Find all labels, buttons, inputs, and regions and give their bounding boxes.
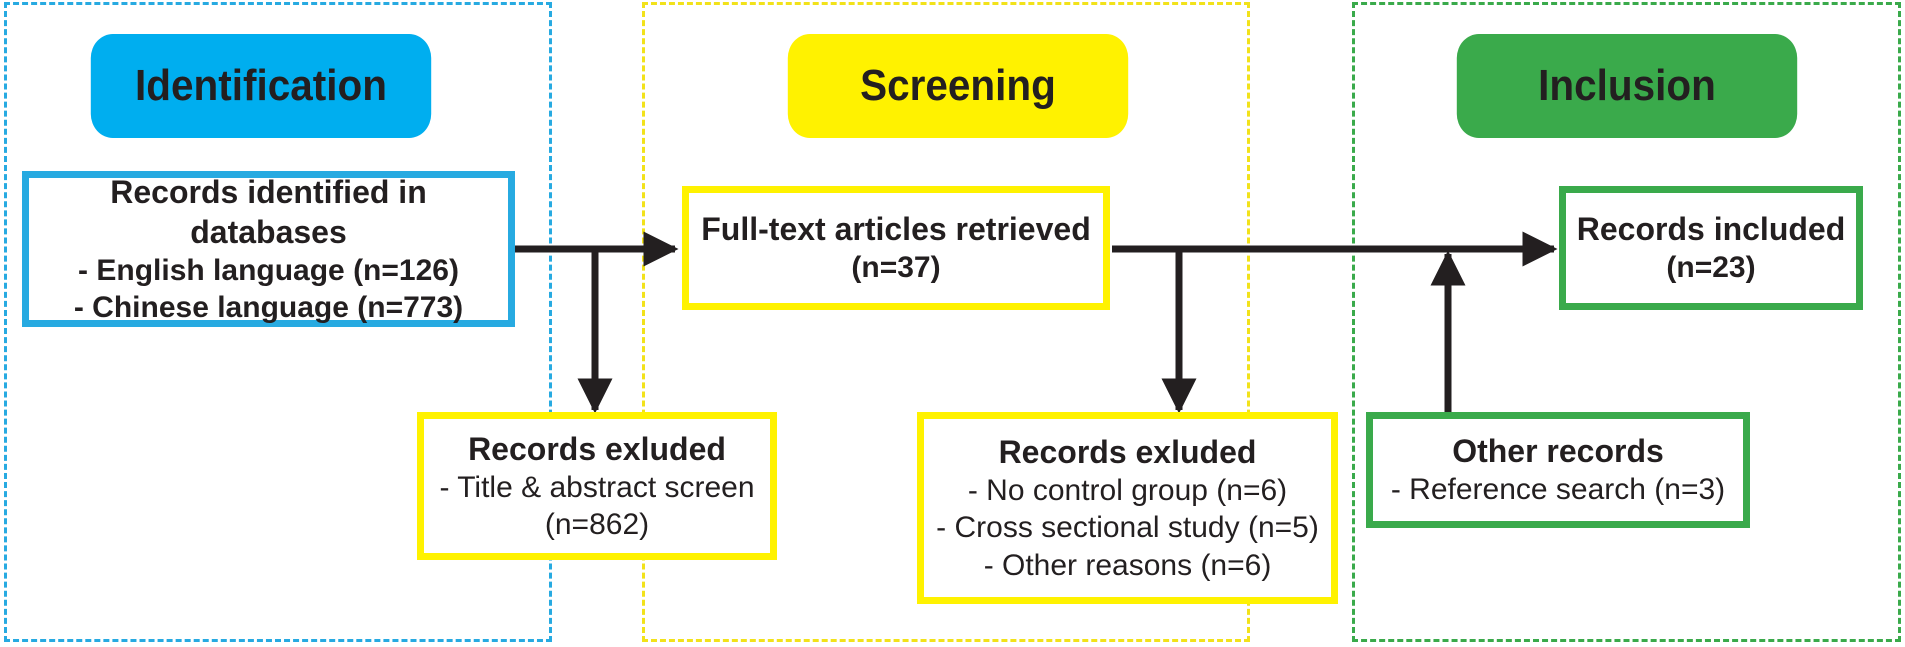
inclusion-panel [1352,2,1901,642]
fulltext-retrieved-count: (n=37) [851,251,941,285]
screening-panel [642,2,1250,642]
identification-panel [4,2,552,642]
excluded-other-reasons: - Other reasons (n=6) [983,548,1272,582]
records-excluded-title-box: Records exluded - Title & abstract scree… [417,412,777,560]
inclusion-header: Inclusion [1456,34,1798,138]
screening-header: Screening [787,34,1129,138]
records-included-box: Records included (n=23) [1559,186,1863,310]
records-identified-box: Records identified in databases - Englis… [22,171,515,327]
records-excluded-title-count: (n=862) [544,508,650,541]
records-included-title: Records included [1576,211,1846,248]
records-identified-chinese: - Chinese language (n=773) [73,291,464,324]
fulltext-retrieved-title: Full-text articles retrieved [701,211,1091,248]
records-included-count: (n=23) [1666,251,1756,285]
records-excluded-title-reason: - Title & abstract screen [439,470,755,504]
other-records-reference: - Reference search (n=3) [1390,473,1726,507]
records-excluded-title-heading: Records exluded [468,430,726,467]
other-records-box: Other records - Reference search (n=3) [1366,412,1750,528]
records-identified-english: - English language (n=126) [78,253,459,287]
excluded-no-control-group: - No control group (n=6) [967,473,1288,507]
records-identified-title: Records identified in databases [110,173,427,250]
records-excluded-fulltext-box: Records exluded - No control group (n=6)… [917,412,1338,604]
excluded-cross-sectional: - Cross sectional study (n=5) [936,511,1319,545]
identification-header: Identification [90,34,432,138]
fulltext-retrieved-box: Full-text articles retrieved (n=37) [682,186,1110,310]
records-excluded-fulltext-heading: Records exluded [998,433,1257,470]
other-records-title: Other records [1452,433,1664,470]
